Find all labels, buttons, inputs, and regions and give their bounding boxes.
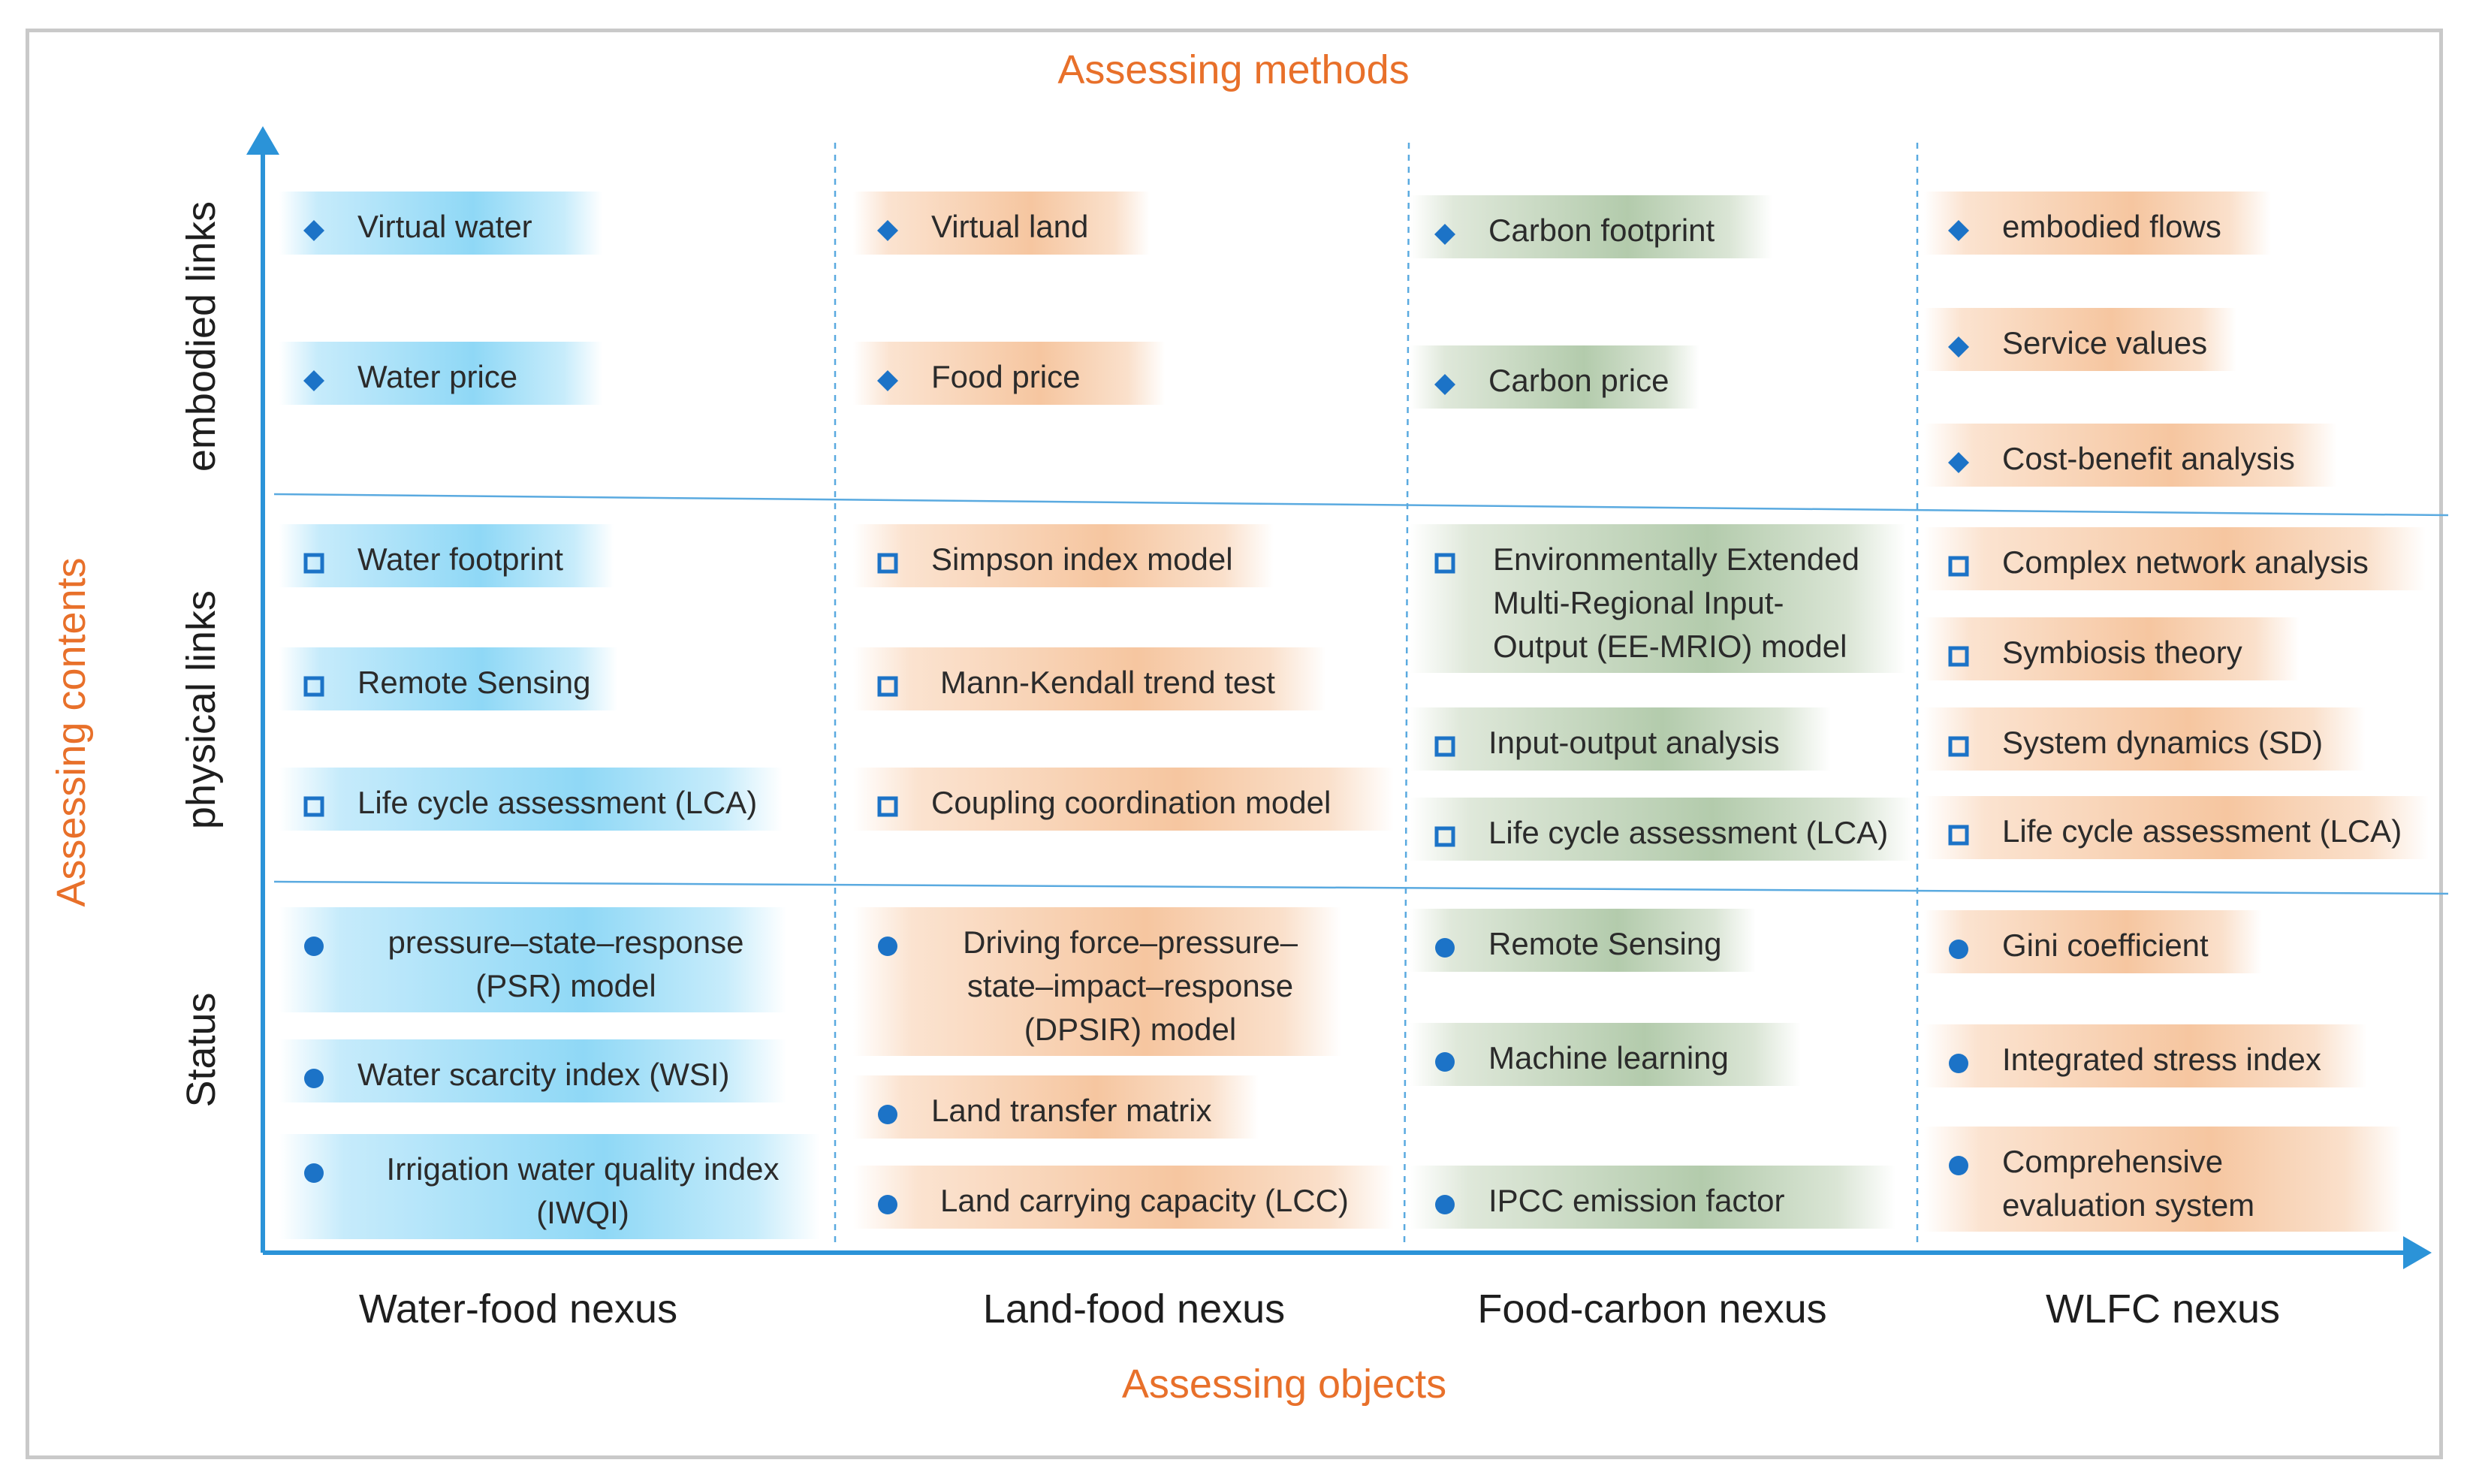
diamond-icon — [1948, 452, 1969, 473]
method-psr-model: pressure–state–response (PSR) model — [279, 907, 786, 1012]
row-divider-1 — [273, 493, 2449, 517]
column-label-land-food: Land-food nexus — [982, 1286, 1286, 1332]
method-dpsir-model: Driving force–pressure– state–impact–res… — [853, 907, 1341, 1056]
row-label-embodied-links: embodied links — [179, 201, 224, 472]
method-machine-learning: Machine learning — [1410, 1023, 1801, 1086]
diamond-icon — [1948, 220, 1969, 241]
method-mann-kendall: Mann-Kendall trend test — [853, 647, 1326, 710]
method-integrated-stress-index: Integrated stress index — [1924, 1024, 2367, 1087]
method-input-output-analysis: Input-output analysis — [1410, 707, 1831, 771]
row-label-status: Status — [179, 992, 224, 1108]
method-remote-sensing-carbon: Remote Sensing — [1410, 909, 1756, 972]
x-axis-arrow — [2403, 1236, 2432, 1269]
method-ee-mrio-model: Environmentally Extended Multi-Regional … — [1410, 524, 1906, 673]
square-outline-icon — [1948, 825, 1969, 846]
diamond-icon — [303, 370, 324, 391]
method-gini-coefficient: Gini coefficient — [1924, 910, 2262, 973]
dot-icon — [1948, 939, 1969, 960]
method-lca-carbon: Life cycle assessment (LCA) — [1410, 798, 1914, 861]
title-assessing-methods: Assessing methods — [1057, 47, 1410, 92]
title-assessing-objects: Assessing objects — [1121, 1362, 1447, 1407]
diamond-icon — [877, 370, 898, 391]
method-cost-benefit-analysis: Cost-benefit analysis — [1924, 424, 2337, 487]
square-outline-icon — [303, 553, 324, 574]
square-outline-icon — [303, 676, 324, 697]
square-outline-icon — [877, 796, 898, 817]
method-virtual-water: Virtual water — [279, 192, 602, 255]
diamond-icon — [303, 220, 324, 241]
dot-icon — [877, 1104, 898, 1125]
square-outline-icon — [303, 796, 324, 817]
method-water-scarcity-index: Water scarcity index (WSI) — [279, 1039, 786, 1102]
method-food-price: Food price — [853, 342, 1165, 405]
dot-icon — [1434, 1194, 1455, 1215]
dot-icon — [303, 1068, 324, 1089]
square-outline-icon — [1948, 646, 1969, 667]
dot-icon — [1948, 1155, 1969, 1176]
column-divider-2 — [1403, 142, 1410, 1247]
method-remote-sensing-water: Remote Sensing — [279, 647, 617, 710]
row-divider-2 — [273, 880, 2449, 895]
method-ipcc-emission-factor: IPCC emission factor — [1410, 1166, 1895, 1229]
method-lca-wlfc: Life cycle assessment (LCA) — [1924, 796, 2429, 859]
method-water-footprint: Water footprint — [279, 524, 614, 587]
square-outline-icon — [1434, 826, 1455, 847]
square-outline-icon — [1434, 553, 1455, 574]
square-outline-icon — [1434, 736, 1455, 757]
diamond-icon — [1434, 374, 1455, 395]
y-axis-arrow — [246, 126, 279, 155]
method-coupling-coordination: Coupling coordination model — [853, 768, 1394, 831]
diamond-icon — [877, 220, 898, 241]
square-outline-icon — [1948, 556, 1969, 577]
diamond-icon — [1948, 336, 1969, 357]
method-virtual-land: Virtual land — [853, 192, 1150, 255]
method-service-values: Service values — [1924, 308, 2236, 371]
method-land-transfer-matrix: Land transfer matrix — [853, 1075, 1259, 1139]
method-iwqi: Irrigation water quality index (IWQI) — [279, 1134, 820, 1239]
row-label-physical-links: physical links — [179, 590, 224, 830]
column-label-food-carbon: Food-carbon nexus — [1477, 1286, 1827, 1332]
square-outline-icon — [877, 553, 898, 574]
method-land-carrying-capacity: Land carrying capacity (LCC) — [853, 1166, 1394, 1229]
method-simpson-index: Simpson index model — [853, 524, 1274, 587]
square-outline-icon — [1948, 736, 1969, 757]
diamond-icon — [1434, 224, 1455, 245]
method-comprehensive-evaluation: Comprehensive evaluation system — [1924, 1127, 2402, 1232]
dot-icon — [1948, 1053, 1969, 1074]
method-lca-water: Life cycle assessment (LCA) — [279, 768, 783, 831]
method-carbon-footprint: Carbon footprint — [1410, 195, 1772, 258]
column-label-wlfc: WLFC nexus — [2045, 1286, 2281, 1332]
method-system-dynamics: System dynamics (SD) — [1924, 707, 2366, 771]
method-complex-network-analysis: Complex network analysis — [1924, 527, 2426, 590]
dot-icon — [303, 1163, 324, 1184]
dot-icon — [1434, 937, 1455, 958]
dot-icon — [1434, 1051, 1455, 1072]
title-assessing-contents: Assessing contents — [49, 557, 94, 907]
method-embodied-flows: embodied flows — [1924, 192, 2271, 255]
method-symbiosis-theory: Symbiosis theory — [1924, 617, 2300, 680]
method-water-price: Water price — [279, 342, 602, 405]
figure-frame — [26, 29, 2443, 1459]
dot-icon — [303, 936, 324, 957]
dot-icon — [877, 936, 898, 957]
method-carbon-price: Carbon price — [1410, 345, 1699, 409]
dot-icon — [877, 1194, 898, 1215]
square-outline-icon — [877, 676, 898, 697]
column-label-water-food: Water-food nexus — [358, 1286, 678, 1332]
